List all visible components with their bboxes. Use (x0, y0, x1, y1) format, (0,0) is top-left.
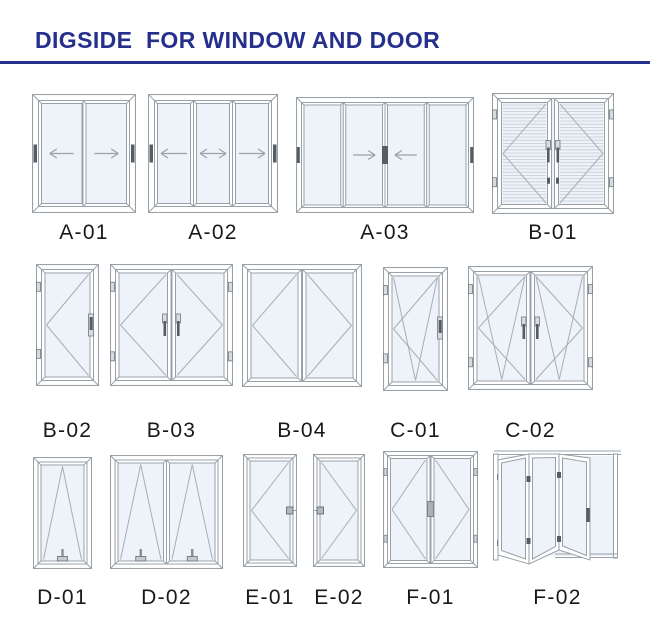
f-02-label: F-02 (533, 586, 582, 609)
d-01-diagram (33, 457, 92, 569)
double-door-illustration (383, 451, 478, 568)
tilt-turn-double-illustration (468, 266, 593, 390)
a-01-label: A-01 (59, 221, 109, 244)
b-02-diagram (36, 264, 99, 386)
e-02-label: E-02 (314, 586, 364, 609)
b-01-label: B-01 (528, 221, 578, 244)
casement-double-illustration (242, 264, 362, 387)
c-02-label: C-02 (505, 419, 556, 442)
top-hung-double-illustration (110, 455, 223, 569)
b-03-diagram (110, 264, 233, 386)
a-02-diagram (148, 94, 278, 213)
b-04-diagram (242, 264, 362, 387)
f-02-diagram (493, 450, 622, 568)
b-01-diagram (492, 93, 614, 214)
b-03-label: B-03 (146, 419, 197, 442)
door-right-illustration (313, 454, 365, 567)
double-casement-blinds-illustration (492, 93, 614, 214)
d-02-diagram (110, 455, 223, 569)
f-01-diagram (383, 451, 478, 568)
e-01-label: E-01 (245, 586, 295, 609)
casement-single-illustration (36, 264, 99, 386)
e-01-diagram (243, 454, 297, 567)
top-hung-single-illustration (33, 457, 92, 569)
d-02-label: D-02 (141, 586, 192, 609)
a-02-label: A-02 (188, 221, 238, 244)
e-02-diagram (313, 454, 365, 567)
a-03-diagram (296, 97, 474, 213)
sliding-4-illustration (296, 97, 474, 213)
title-underline-rule (0, 61, 650, 64)
d-01-label: D-01 (37, 586, 88, 609)
a-01-diagram (32, 94, 136, 213)
door-left-illustration (243, 454, 297, 567)
sliding-2-illustration (32, 94, 136, 213)
sliding-3-illustration (148, 94, 278, 213)
a-03-label: A-03 (360, 221, 410, 244)
f-01-label: F-01 (406, 586, 455, 609)
page-title: DIGSIDE FOR WINDOW AND DOOR (35, 27, 441, 53)
c-01-label: C-01 (390, 419, 441, 442)
c-01-diagram (383, 267, 448, 391)
b-04-label: B-04 (277, 419, 327, 442)
folding-door-3d-illustration (493, 450, 621, 565)
c-02-diagram (468, 266, 593, 390)
casement-double-handles-illustration (110, 264, 233, 386)
tilt-turn-single-illustration (383, 267, 448, 391)
b-02-label: B-02 (42, 419, 93, 442)
